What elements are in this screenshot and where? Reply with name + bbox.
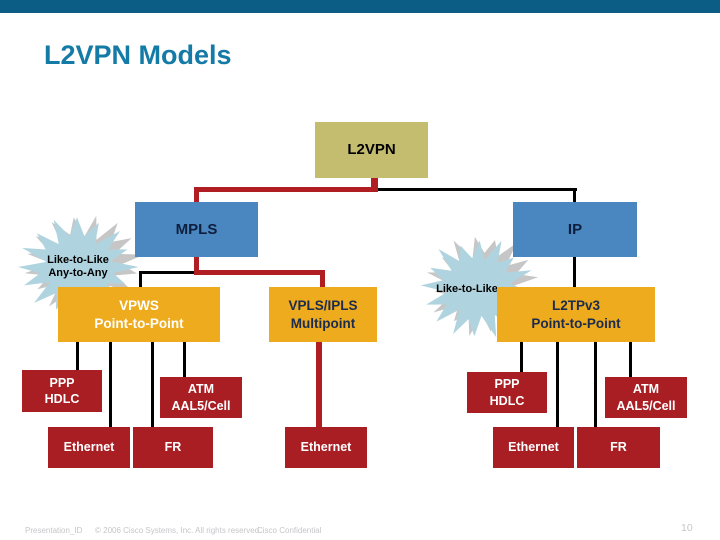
starburst-left-line2: Any-to-Any (48, 266, 108, 279)
leaf-fr-right-label: FR (610, 440, 627, 455)
node-ip-label: IP (567, 220, 583, 238)
tick-l2tpv3-atm (629, 341, 632, 378)
node-l2tpv3-line2: Point-to-Point (531, 315, 621, 331)
leaf-ppp-hdlc-right: PPP HDLC (467, 372, 547, 413)
footer-presentation-id: Presentation_ID (25, 526, 83, 535)
leaf-ethernet-right-label: Ethernet (508, 440, 559, 455)
leaf-ppp-left-line1: PPP (49, 375, 75, 390)
leaf-atm-left: ATM AAL5/Cell (160, 377, 242, 418)
slide-title: L2VPN Models (44, 40, 232, 70)
leaf-atm-right-line2: AAL5/Cell (616, 398, 676, 413)
tick-vpws-ppp (76, 341, 79, 371)
connector-root-to-ip-h (377, 188, 577, 191)
footer-copyright: © 2006 Cisco Systems, Inc. All rights re… (95, 526, 262, 535)
node-vpws-line1: VPWS (119, 297, 159, 313)
node-vpls: VPLS/IPLS Multipoint (269, 287, 377, 342)
tick-l2tpv3-fr (594, 341, 597, 428)
node-mpls-label: MPLS (175, 220, 218, 238)
node-l2vpn-label: L2VPN (347, 141, 396, 159)
tick-vpws-atm (183, 341, 186, 378)
leaf-ppp-left-line2: HDLC (44, 392, 80, 406)
connector-mpls-to-vpls-h (194, 270, 325, 275)
leaf-ethernet-left-label: Ethernet (63, 440, 115, 455)
leaf-ethernet-right: Ethernet (493, 427, 574, 468)
node-l2tpv3: L2TPv3 Point-to-Point (497, 287, 655, 342)
tick-vpws-ethernet (109, 341, 112, 428)
node-l2tpv3-line1: L2TPv3 (551, 297, 601, 313)
leaf-ppp-right-line1: PPP (494, 377, 520, 392)
leaf-ppp-right-line2: HDLC (489, 393, 525, 408)
connector-root-to-mpls-v (194, 187, 199, 204)
leaf-atm-left-line1: ATM (187, 382, 215, 397)
connector-vpls-to-ethernet (316, 341, 322, 428)
leaf-ethernet-middle-label: Ethernet (300, 440, 352, 455)
connector-root-to-ip-v (573, 188, 576, 204)
tick-l2tpv3-ethernet (556, 341, 559, 428)
node-vpws-line2: Point-to-Point (94, 315, 184, 331)
connector-mpls-to-vpws-v (139, 271, 142, 289)
node-mpls: MPLS (135, 202, 258, 257)
leaf-fr-left: FR (133, 427, 213, 468)
connector-root-stub (371, 176, 378, 192)
node-ip: IP (513, 202, 637, 257)
starburst-right-label: Like-to-Like (424, 283, 510, 296)
connector-mpls-to-vpls-v (320, 270, 325, 289)
starburst-left-line1: Like-to-Like (47, 254, 109, 266)
page-number: 10 (681, 522, 693, 534)
node-vpls-line2: Multipoint (290, 315, 356, 331)
node-vpws: VPWS Point-to-Point (58, 287, 220, 342)
node-l2vpn: L2VPN (315, 122, 428, 178)
leaf-ethernet-left: Ethernet (48, 427, 130, 468)
leaf-ppp-hdlc-left: PPP HDLC (22, 370, 102, 412)
leaf-atm-right-line1: ATM (632, 382, 660, 397)
leaf-ethernet-middle: Ethernet (285, 427, 367, 468)
leaf-atm-right: ATM AAL5/Cell (605, 377, 687, 418)
connector-ip-to-l2tpv3 (573, 256, 576, 289)
starburst-right-line1: Like-to-Like (436, 283, 498, 295)
tick-l2tpv3-ppp (520, 341, 523, 373)
connector-root-to-mpls-h (194, 187, 378, 192)
tick-vpws-fr (151, 341, 154, 428)
connector-mpls-down (194, 256, 199, 273)
starburst-left-label: Like-to-Like Any-to-Any (28, 254, 128, 280)
leaf-atm-left-line2: AAL5/Cell (171, 398, 231, 413)
leaf-fr-right: FR (577, 427, 660, 468)
connector-mpls-to-vpws-h (139, 271, 197, 274)
footer-confidential: Cisco Confidential (257, 526, 322, 535)
leaf-fr-left-label: FR (164, 440, 182, 455)
top-accent-bar (0, 0, 720, 13)
node-vpls-line1: VPLS/IPLS (288, 297, 358, 313)
